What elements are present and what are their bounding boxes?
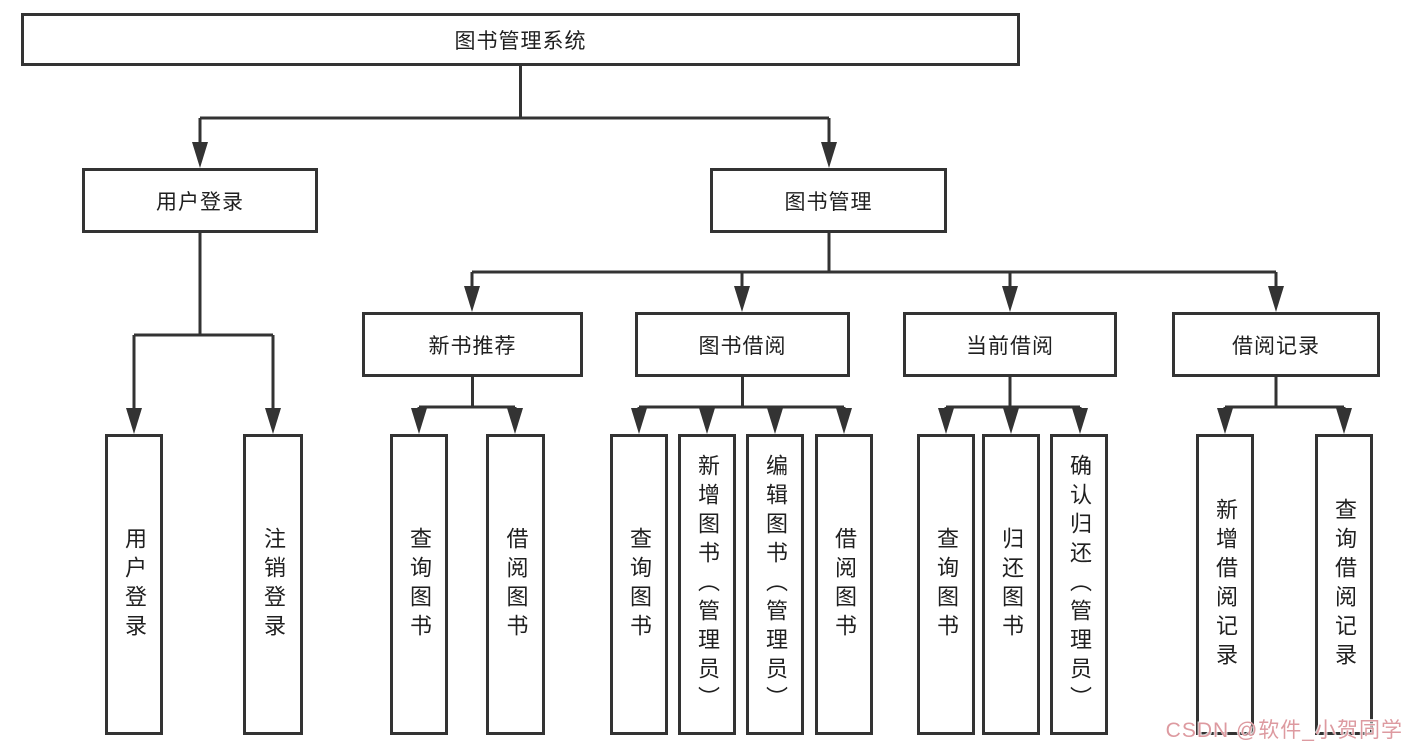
node-label: 用户登录 (122, 526, 147, 643)
connector-root-to-level2 (198, 66, 831, 146)
arrowhead (464, 286, 480, 312)
node-borrow-records: 借阅记录 (1172, 312, 1380, 377)
node-label: 借阅图书 (503, 526, 529, 643)
leaf-logout: 注销登录 (243, 434, 303, 735)
leaf-current-confirm-return-admin: 确认归还（管理员） (1050, 434, 1108, 735)
node-label: 确认归还（管理员） (1067, 454, 1092, 715)
arrowhead (507, 408, 523, 434)
arrowhead (836, 408, 852, 434)
arrowhead (1072, 408, 1088, 434)
node-book-management: 图书管理 (710, 168, 947, 233)
node-current-borrow: 当前借阅 (903, 312, 1117, 377)
node-label: 注销登录 (261, 526, 286, 643)
node-new-book-recommend: 新书推荐 (362, 312, 583, 377)
arrowhead (1217, 408, 1233, 434)
arrowhead (265, 408, 281, 434)
node-label: 归还图书 (999, 526, 1024, 643)
arrowhead (938, 408, 954, 434)
watermark: CSDN @软件_小贺同学 (1165, 719, 1403, 742)
node-label: 新增借阅记录 (1213, 497, 1238, 672)
node-label: 借阅图书 (832, 526, 857, 643)
arrowhead (1003, 408, 1019, 434)
connector-borrow-to-leaves (637, 377, 846, 412)
node-book-borrow: 图书借阅 (635, 312, 850, 377)
leaf-recommend-borrow-books: 借阅图书 (486, 434, 545, 735)
node-label: 图书管理系统 (454, 29, 587, 53)
connector-current-to-leaves (944, 377, 1082, 412)
node-label: 用户登录 (156, 190, 244, 214)
arrowhead (1268, 286, 1284, 312)
arrowhead (192, 142, 208, 168)
arrowhead (734, 286, 750, 312)
node-label: 图书管理 (784, 190, 873, 214)
node-label: 当前借阅 (966, 334, 1054, 358)
node-label: 新增图书（管理员） (695, 454, 720, 715)
arrowhead (1336, 408, 1352, 434)
arrowhead (821, 142, 837, 168)
node-label: 查询图书 (934, 526, 959, 643)
leaf-current-return-books: 归还图书 (982, 434, 1040, 735)
leaf-borrow-edit-books-admin: 编辑图书（管理员） (746, 434, 804, 735)
node-label: 图书借阅 (698, 334, 787, 358)
node-label: 查询图书 (407, 526, 432, 643)
leaf-current-query-books: 查询图书 (917, 434, 975, 735)
leaf-records-query-record: 查询借阅记录 (1315, 434, 1373, 735)
leaf-user-login: 用户登录 (105, 434, 163, 735)
node-user-login: 用户登录 (82, 168, 318, 233)
leaf-borrow-query-books: 查询图书 (610, 434, 668, 735)
arrowhead (699, 408, 715, 434)
arrowhead (411, 408, 427, 434)
leaf-borrow-borrow-books: 借阅图书 (815, 434, 873, 735)
connector-userlogin-to-leaves (132, 233, 275, 412)
node-system-root: 图书管理系统 (21, 13, 1020, 66)
connector-records-to-leaves (1223, 377, 1346, 412)
node-label: 借阅记录 (1232, 334, 1320, 358)
leaf-borrow-add-books-admin: 新增图书（管理员） (678, 434, 736, 735)
arrowhead (126, 408, 142, 434)
node-label: 查询借阅记录 (1332, 497, 1357, 672)
node-label: 编辑图书（管理员） (763, 454, 788, 715)
node-label: 查询图书 (627, 526, 652, 643)
arrowhead (767, 408, 783, 434)
node-label: 新书推荐 (428, 334, 517, 358)
leaf-recommend-query-books: 查询图书 (390, 434, 448, 735)
connector-bookmgmt-to-level3 (470, 233, 1278, 290)
arrowhead (1002, 286, 1018, 312)
connector-recommend-to-leaves (417, 377, 517, 412)
arrowhead (631, 408, 647, 434)
leaf-records-add-record: 新增借阅记录 (1196, 434, 1254, 735)
